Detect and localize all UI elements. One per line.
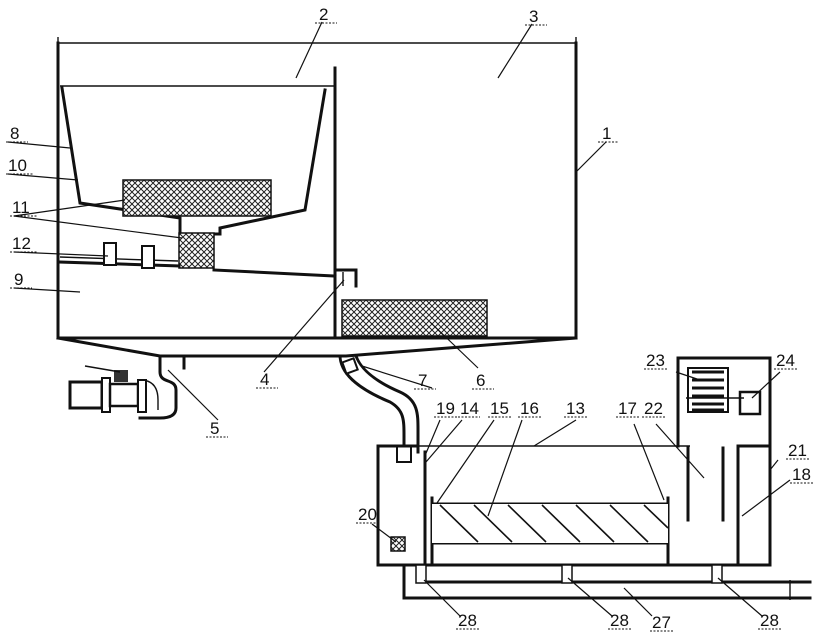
label-18: 18	[792, 465, 811, 484]
part-labels: 2 3 1 8 10 11 12 9 4 5 7 6 19 14 15 16 1…	[6, 5, 814, 632]
label-23: 23	[646, 351, 665, 370]
label-14: 14	[460, 399, 479, 418]
label-28-left: 28	[458, 611, 477, 630]
filter-box	[430, 496, 670, 565]
label-3: 3	[529, 7, 538, 26]
motor-housing	[676, 356, 772, 565]
label-16: 16	[520, 399, 539, 418]
label-5: 5	[210, 419, 219, 438]
label-22: 22	[644, 399, 663, 418]
label-21: 21	[788, 441, 807, 460]
leader-lines	[7, 21, 791, 617]
label-9: 9	[14, 270, 23, 289]
label-6: 6	[476, 371, 485, 390]
drain-pipe	[402, 563, 812, 600]
label-10: 10	[8, 156, 27, 175]
outlet-pipe	[68, 354, 186, 420]
filter-mesh-6	[341, 299, 488, 337]
filter-mesh-upper	[122, 179, 272, 217]
label-12: 12	[12, 234, 31, 253]
label-19: 19	[436, 399, 455, 418]
overflow-pipe	[333, 268, 358, 288]
label-15: 15	[490, 399, 509, 418]
label-13: 13	[566, 399, 585, 418]
label-28-right: 28	[760, 611, 779, 630]
label-7: 7	[418, 371, 427, 390]
label-28-middle: 28	[610, 611, 629, 630]
label-27: 27	[652, 613, 671, 632]
filter-mesh-lower	[178, 232, 215, 269]
partition-plate	[58, 242, 337, 278]
label-1: 1	[602, 124, 611, 143]
label-8: 8	[10, 124, 19, 143]
label-20: 20	[358, 505, 377, 524]
upper-tank	[56, 37, 578, 358]
label-4: 4	[260, 370, 269, 389]
label-2: 2	[319, 5, 328, 24]
label-17: 17	[618, 399, 637, 418]
label-24: 24	[776, 351, 795, 370]
label-11: 11	[12, 198, 30, 217]
connecting-hose	[338, 354, 420, 463]
